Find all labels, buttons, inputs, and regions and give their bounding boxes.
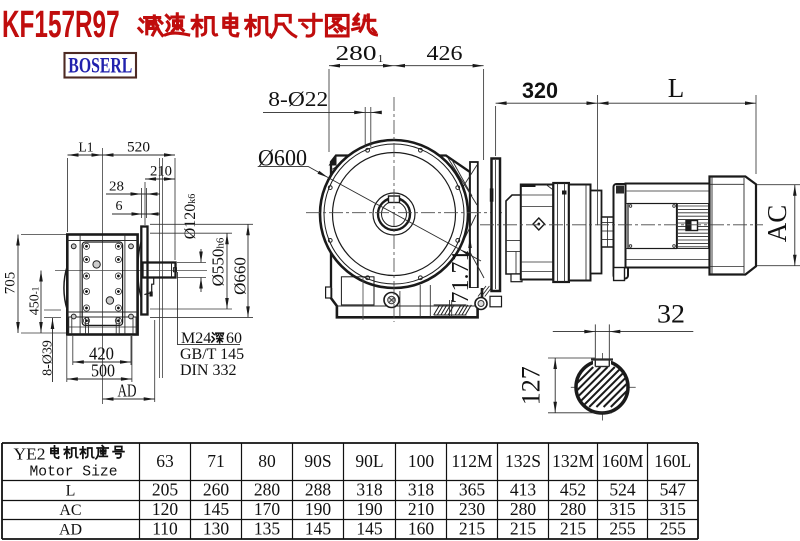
- svg-text:230: 230: [459, 499, 486, 519]
- svg-text:190: 190: [305, 499, 332, 519]
- svg-text:132M: 132M: [552, 451, 594, 471]
- svg-text:6: 6: [116, 199, 123, 214]
- svg-text:145: 145: [305, 519, 332, 539]
- svg-text:135: 135: [254, 519, 281, 539]
- svg-text:8-Ø39: 8-Ø39: [41, 340, 56, 376]
- svg-text:500: 500: [91, 361, 115, 381]
- svg-text:100: 100: [408, 451, 435, 471]
- svg-text:120: 120: [152, 499, 179, 519]
- svg-text:145: 145: [203, 499, 230, 519]
- svg-text:71: 71: [207, 451, 225, 471]
- svg-text:413: 413: [510, 480, 537, 500]
- svg-text:318: 318: [408, 480, 435, 500]
- svg-text:KF157R97: KF157R97: [2, 2, 120, 45]
- svg-text:255: 255: [660, 519, 687, 539]
- svg-text:520: 520: [127, 140, 150, 156]
- svg-text:AD: AD: [59, 522, 82, 539]
- svg-text:547: 547: [660, 480, 687, 500]
- svg-text:110: 110: [152, 519, 178, 539]
- svg-text:280: 280: [510, 499, 537, 519]
- svg-text:130: 130: [203, 519, 230, 539]
- svg-text:190: 190: [356, 499, 383, 519]
- svg-text:215: 215: [560, 519, 587, 539]
- svg-text:315: 315: [609, 499, 636, 519]
- svg-text:420: 420: [89, 344, 114, 364]
- svg-text:BOSERL: BOSERL: [68, 53, 132, 78]
- svg-text:L1: L1: [79, 141, 94, 156]
- svg-text:32: 32: [657, 300, 685, 329]
- svg-text:Ø660: Ø660: [231, 257, 250, 295]
- svg-text:Ø120k6: Ø120k6: [182, 194, 199, 240]
- svg-text:205: 205: [152, 480, 179, 500]
- svg-text:452: 452: [560, 480, 586, 500]
- svg-text:80: 80: [258, 451, 276, 471]
- svg-text:255: 255: [609, 519, 636, 539]
- svg-text:8-Ø22: 8-Ø22: [268, 87, 328, 111]
- svg-text:280: 280: [560, 499, 587, 519]
- svg-text:320: 320: [522, 78, 558, 103]
- svg-text:1: 1: [378, 53, 384, 65]
- svg-text:L: L: [66, 483, 76, 500]
- svg-text:AC: AC: [762, 205, 792, 243]
- svg-text:210: 210: [408, 499, 435, 519]
- svg-text:160M: 160M: [602, 451, 644, 471]
- svg-text:Motor Size: Motor Size: [30, 465, 118, 481]
- svg-text:280: 280: [336, 41, 377, 65]
- svg-text:28: 28: [109, 180, 124, 195]
- svg-text:315: 315: [660, 499, 687, 519]
- svg-text:215: 215: [510, 519, 537, 539]
- svg-text:426: 426: [427, 41, 463, 65]
- svg-text:318: 318: [356, 480, 383, 500]
- svg-text:M24: M24: [181, 330, 211, 347]
- svg-text:71.71: 71.71: [448, 250, 474, 304]
- svg-text:YE2: YE2: [14, 445, 46, 464]
- svg-text:127: 127: [517, 366, 546, 405]
- svg-text:524: 524: [609, 480, 636, 500]
- svg-text:DIN 332: DIN 332: [180, 362, 236, 379]
- svg-text:160L: 160L: [654, 451, 691, 471]
- svg-text:132S: 132S: [505, 451, 541, 471]
- svg-text:280: 280: [254, 480, 281, 500]
- svg-text:AD: AD: [118, 381, 137, 401]
- svg-text:L: L: [668, 73, 685, 103]
- svg-text:90S: 90S: [304, 451, 331, 471]
- svg-text:60: 60: [226, 330, 242, 347]
- svg-text:160: 160: [408, 519, 435, 539]
- svg-text:210: 210: [150, 164, 172, 180]
- svg-text:450-1: 450-1: [28, 287, 43, 316]
- svg-text:Ø550h6: Ø550h6: [209, 237, 228, 286]
- svg-text:365: 365: [459, 480, 486, 500]
- svg-text:145: 145: [356, 519, 383, 539]
- svg-text:260: 260: [203, 480, 230, 500]
- svg-text:288: 288: [305, 480, 332, 500]
- svg-text:GB/T 145: GB/T 145: [180, 346, 244, 363]
- svg-text:AC: AC: [59, 502, 81, 519]
- svg-text:170: 170: [254, 499, 281, 519]
- svg-text:90L: 90L: [355, 451, 383, 471]
- svg-text:63: 63: [156, 451, 174, 471]
- svg-text:705: 705: [3, 272, 19, 295]
- svg-text:112M: 112M: [451, 451, 493, 471]
- svg-text:215: 215: [459, 519, 486, 539]
